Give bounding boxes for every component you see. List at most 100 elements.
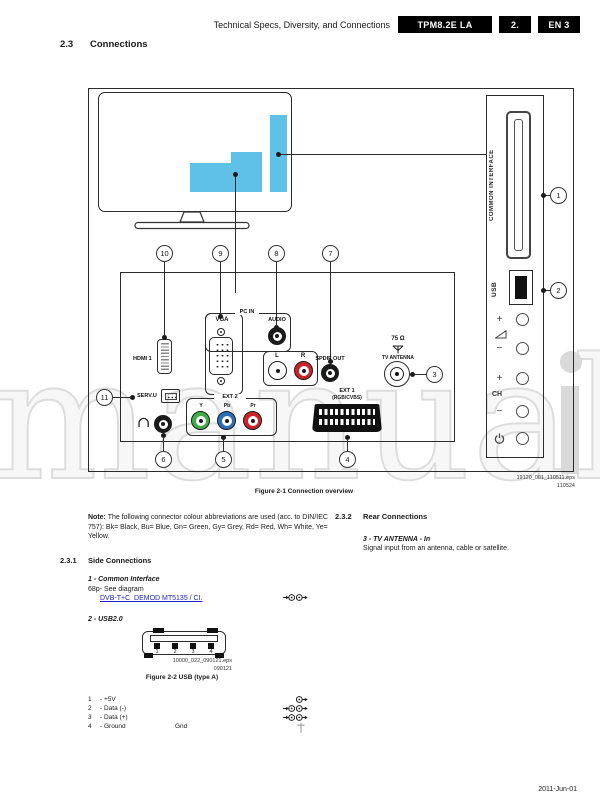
section-number: 2.3 [60,39,74,50]
antenna-connector-pin [395,372,399,376]
headphone-jack [154,415,172,433]
ext2-pr-jack [243,411,262,430]
callout-7: 7 [322,245,339,262]
pointer-dot-rear [232,171,238,177]
highlight-rear-connectors-step [231,152,262,164]
callout-2-line [544,289,550,291]
pin-row-3-num: 3 [88,714,92,721]
callout-6-dot [160,432,166,438]
callout-9-line [219,262,221,314]
page-title: Technical Specs, Diversity, and Connecti… [213,20,390,30]
serv-u-connector-pins [164,392,177,400]
footer-date: 2011-Jun-01 [538,786,577,793]
hdmi-connector-pins [160,343,169,370]
vga-connector-pins [213,341,229,370]
volume-icon [495,330,507,339]
watermark-i-bar [561,386,579,474]
usb-pin-2-number: 2 [173,649,177,655]
callout-3-line [413,373,426,375]
usb-diagram-pin-2 [172,643,178,649]
volume-plus-label: + [496,314,503,325]
common-interface-slot-inner [514,119,523,251]
rear-section-title: Rear Connections [363,512,428,521]
note-paragraph: Note: The following connector colour abb… [88,513,334,542]
callout-6: 6 [155,451,172,468]
figure-2-1-frame [88,88,574,472]
hdmi-connector [157,339,172,374]
callout-8: 8 [268,245,285,262]
eps-filename: 10000_022_090121.eps [172,658,232,664]
serv-u-label: SERV.U [137,393,157,399]
callout-5-dot [220,435,226,440]
usb-diagram-tab-bottom-left [144,653,153,658]
tv-outline [98,92,292,212]
volume-plus-button[interactable] [516,313,529,326]
power-icon [494,433,505,444]
side-section-number: 2.3.1 [60,556,77,565]
ext2-pb-label: Pb [223,403,231,409]
channel-plus-button[interactable] [516,372,529,385]
callout-9-dot [217,313,223,319]
scart-pins-top [319,409,375,415]
signal-out-icon [296,695,308,704]
pin-row-1-label: - +5V [100,696,116,703]
rear-panel [120,272,455,442]
callout-4: 4 [339,451,356,468]
callout-7-line [329,262,331,359]
usb-diagram-slot [150,635,218,642]
callout-1: 1 [550,187,567,204]
signal-out-icon [296,713,308,722]
callout-3: 3 [426,365,443,383]
usb-diagram-pin-3 [190,643,196,649]
tv-antenna-label: TV ANTENNA [381,355,415,361]
audio-jack [268,327,286,345]
headphone-icon [137,416,150,428]
pc-in-label: PC IN [235,309,259,315]
hdmi-label: HDMI 1 [133,356,152,362]
ci-diagram-link[interactable]: DVB-T+C_DEMOD MT5135 / CI. [100,595,203,602]
pin-row-2-label: - Data (-) [100,705,126,712]
audio-l-label: L [275,353,279,359]
usb-port [509,270,533,305]
callout-7-dot [327,358,333,364]
callout-10: 10 [156,245,173,262]
callout-11-dot [129,394,135,400]
callout-5-line [222,440,224,451]
callout-10-line [163,262,165,335]
usb-diagram-pin-4 [208,643,214,649]
usb-diagram-tab-bottom-right [215,653,224,658]
usb-pin-4-number: 4 [209,649,213,655]
callout-4-line [346,440,348,451]
callout-1-dot [540,192,546,198]
eps-filename: 19120_001_110511.eps [516,475,575,481]
usb-port-inner [515,276,527,299]
callout-6-line [162,437,164,451]
pointer-line-rear [234,174,236,293]
pin-row-4-label: - Ground [100,723,126,730]
note-label: Note: [88,514,106,521]
ext1-label: EXT 1 [339,388,355,394]
figure-2-2-eps: 10000_022_090121.eps 090121 [122,658,232,673]
channel-minus-button[interactable] [516,405,529,418]
signal-in-icon [283,704,295,713]
pin-row-2-num: 2 [88,705,92,712]
volume-minus-button[interactable] [516,342,529,355]
channel-plus-label: + [496,373,503,384]
vga-screw-bottom [217,377,225,385]
lr-group [263,351,318,386]
pointer-dot-side [275,151,281,157]
callout-8-dot [273,324,279,330]
ext2-y-jack [191,411,210,430]
audio-l-jack [268,361,287,380]
language-badge: EN 3 [538,16,580,33]
common-interface-label: COMMON INTERFACE [489,149,495,221]
callout-8-line [275,262,277,325]
power-button[interactable] [516,432,529,445]
rear-item-desc: Signal input from an antenna, cable or s… [363,545,509,552]
pin-row-3-label: - Data (+) [100,714,128,721]
ext2-pr-label: Pr [250,403,256,409]
note-text: The following connector colour abbreviat… [88,514,328,540]
serv-u-connector [161,389,180,403]
usb-diagram-tab-top-right [207,628,218,633]
ci-item-title: 1 - Common Interface [88,576,160,583]
